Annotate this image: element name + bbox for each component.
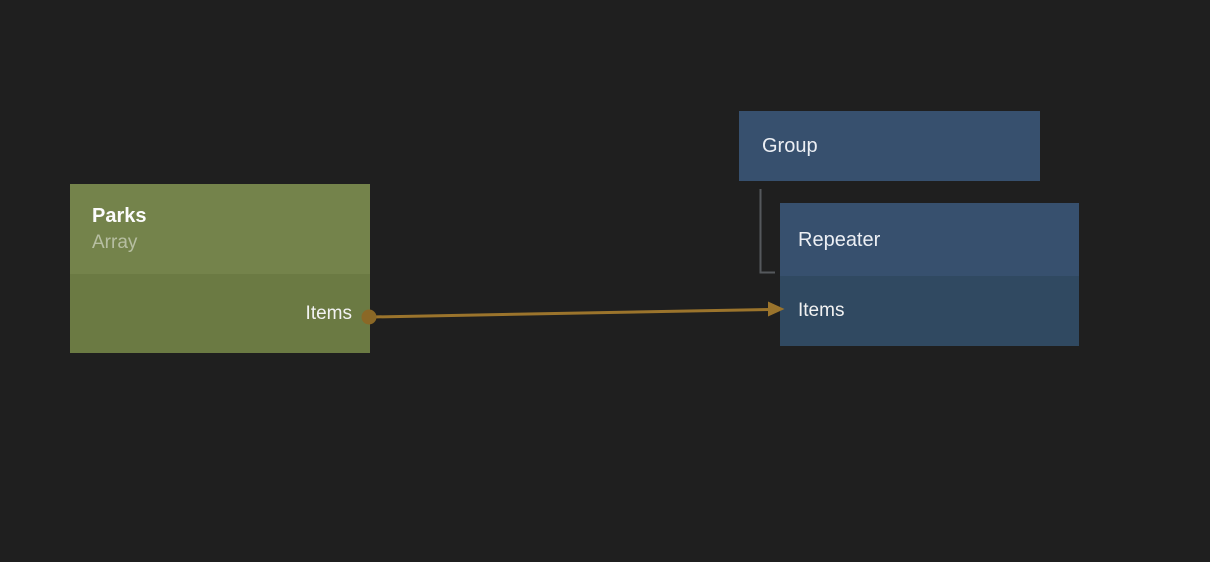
node-parks[interactable]: Parks Array Items (70, 184, 370, 353)
node-repeater[interactable]: Repeater Items (780, 203, 1079, 346)
node-group[interactable]: Group (739, 111, 1040, 181)
node-repeater-header[interactable]: Repeater (780, 203, 1079, 276)
node-title: Group (762, 135, 818, 157)
connection-edge[interactable] (361, 301, 785, 325)
port-label: Items (798, 300, 845, 321)
port-row-repeater-items[interactable]: Items (780, 276, 1079, 346)
node-subtitle: Array (92, 231, 138, 253)
connection-line[interactable] (371, 308, 771, 319)
port-label: Items (305, 302, 352, 324)
node-title: Repeater (798, 228, 881, 251)
hierarchy-elbow-line (759, 189, 775, 274)
port-row-parks-items[interactable]: Items (70, 274, 370, 353)
node-title: Parks (92, 204, 147, 227)
node-parks-header[interactable]: Parks Array (70, 184, 370, 274)
